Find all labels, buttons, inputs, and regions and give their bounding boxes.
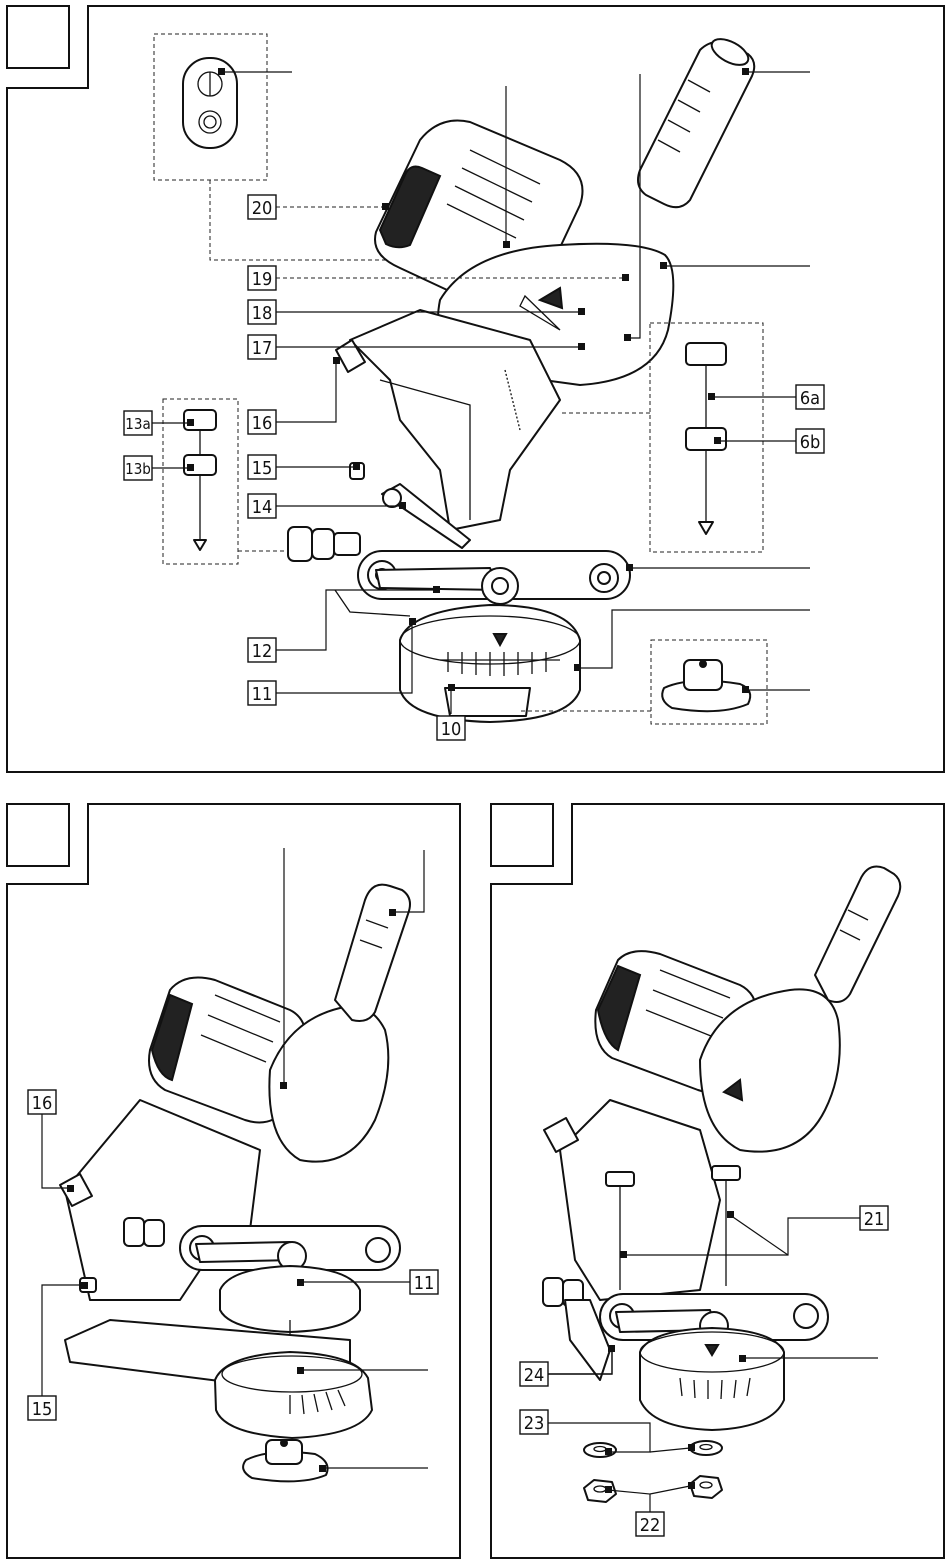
p3-handle — [815, 867, 900, 1003]
p3-callout-23: 23 — [520, 1410, 548, 1434]
svg-text:6a: 6a — [800, 388, 820, 409]
panel-3: 21 24 23 22 — [491, 804, 944, 1558]
svg-text:11: 11 — [252, 684, 273, 705]
callout-16: 16 — [248, 410, 276, 434]
swing-arm — [350, 310, 560, 530]
callout-20: 20 — [248, 195, 276, 219]
adjust-knob-1 — [288, 527, 312, 561]
svg-text:17: 17 — [252, 338, 273, 359]
p2-base-dial — [215, 1352, 372, 1438]
p2-callout-16: 16 — [28, 1090, 56, 1114]
p2-handle — [335, 885, 410, 1021]
callout-19: 19 — [248, 266, 276, 290]
svg-text:6b: 6b — [800, 432, 821, 453]
svg-text:22: 22 — [640, 1515, 661, 1536]
svg-text:11: 11 — [414, 1273, 435, 1294]
p3-callout-24: 24 — [520, 1362, 548, 1386]
svg-text:14: 14 — [252, 497, 273, 518]
callout-15: 15 — [248, 455, 276, 479]
grinder-unit-main — [288, 34, 754, 722]
svg-text:12: 12 — [252, 641, 273, 662]
nuts — [584, 1476, 722, 1502]
svg-text:19: 19 — [252, 269, 273, 290]
p2-callout-15: 15 — [28, 1396, 56, 1420]
p3-callout-22: 22 — [636, 1512, 664, 1536]
washers — [584, 1441, 722, 1457]
p3-frame — [560, 1100, 720, 1300]
callout-12: 12 — [248, 638, 276, 662]
svg-text:15: 15 — [252, 458, 273, 479]
stop-screw — [184, 410, 216, 550]
svg-text:24: 24 — [524, 1365, 545, 1386]
svg-text:20: 20 — [252, 198, 273, 219]
svg-text:21: 21 — [864, 1209, 885, 1230]
svg-text:16: 16 — [252, 413, 273, 434]
panel-2-number-box — [7, 804, 69, 866]
grinder-unit-base-view — [543, 867, 900, 1431]
callout-6a: 6a — [796, 385, 824, 409]
svg-text:13b: 13b — [125, 460, 151, 478]
grinder-unit-side-view — [60, 885, 410, 1482]
clamp-knob — [662, 660, 750, 711]
callout-11: 11 — [248, 681, 276, 705]
p3-callout-21: 21 — [860, 1206, 888, 1230]
svg-text:16: 16 — [32, 1093, 53, 1114]
callout-10: 10 — [437, 716, 465, 740]
p2-callout-11: 11 — [410, 1270, 438, 1294]
adjust-knob-2 — [312, 529, 334, 559]
callout-13b: 13b — [124, 456, 152, 480]
panel-1-number-box — [7, 6, 69, 68]
p2-clamp-knob — [243, 1439, 327, 1481]
base-nut — [445, 688, 530, 716]
callout-17: 17 — [248, 335, 276, 359]
callout-13a: 13a — [124, 411, 152, 435]
p3-turntable — [640, 1328, 784, 1430]
panel-2: 16 11 15 — [7, 804, 460, 1558]
panel-1: 20 19 18 17 16 15 14 13a 13b 12 11 10 6a… — [7, 6, 944, 772]
panel-3-number-box — [491, 804, 553, 866]
callout-18: 18 — [248, 300, 276, 324]
svg-text:18: 18 — [252, 303, 273, 324]
svg-text:10: 10 — [441, 719, 462, 740]
svg-text:13a: 13a — [125, 415, 150, 433]
handle — [638, 42, 754, 207]
callout-6b: 6b — [796, 429, 824, 453]
svg-text:15: 15 — [32, 1399, 53, 1420]
svg-text:23: 23 — [524, 1413, 545, 1434]
callout-14: 14 — [248, 494, 276, 518]
